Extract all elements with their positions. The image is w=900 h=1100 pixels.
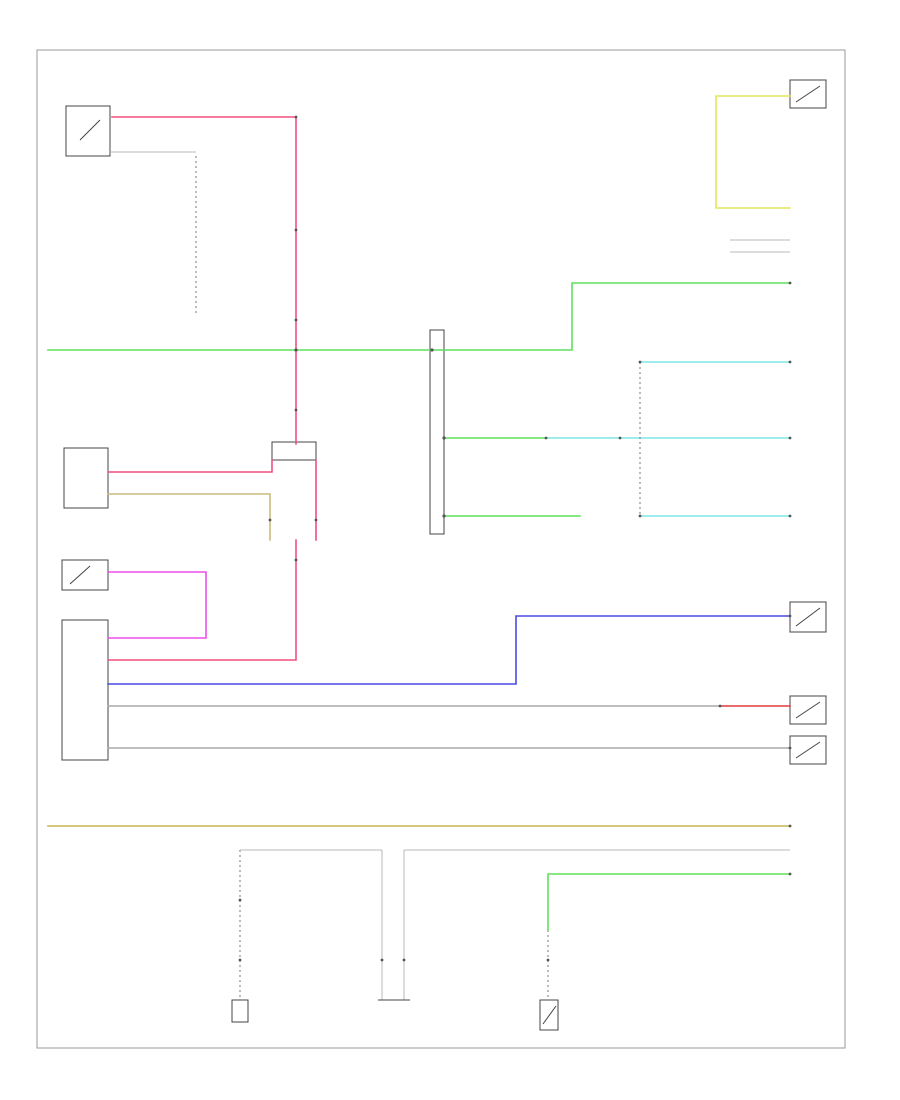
bottom-right-switch	[539, 999, 559, 1031]
connector-dots	[238, 115, 792, 962]
bottom-left-switch	[231, 999, 249, 1023]
wire-pink-lower	[107, 539, 297, 661]
right-switch-mid-2	[789, 695, 827, 725]
right-switch-top	[789, 79, 827, 109]
right-switch-mid-3	[789, 735, 827, 765]
wire-tan	[107, 493, 271, 541]
wire-green-bottom	[547, 873, 791, 931]
left-connector-c	[61, 619, 109, 761]
wire-pink-main	[111, 116, 297, 445]
pink-fork-block	[271, 441, 317, 461]
wire-blue	[107, 615, 791, 685]
left-connector-a	[63, 447, 109, 509]
diagram-frame	[36, 49, 846, 1049]
wire-pink-branch-left	[107, 459, 273, 473]
wire-green-main	[47, 282, 791, 351]
wire-magenta	[107, 571, 207, 639]
center-junction-block	[429, 329, 445, 535]
wire-yellow	[715, 95, 791, 209]
top-left-switch-component	[65, 105, 111, 157]
left-switch-b	[61, 559, 109, 591]
